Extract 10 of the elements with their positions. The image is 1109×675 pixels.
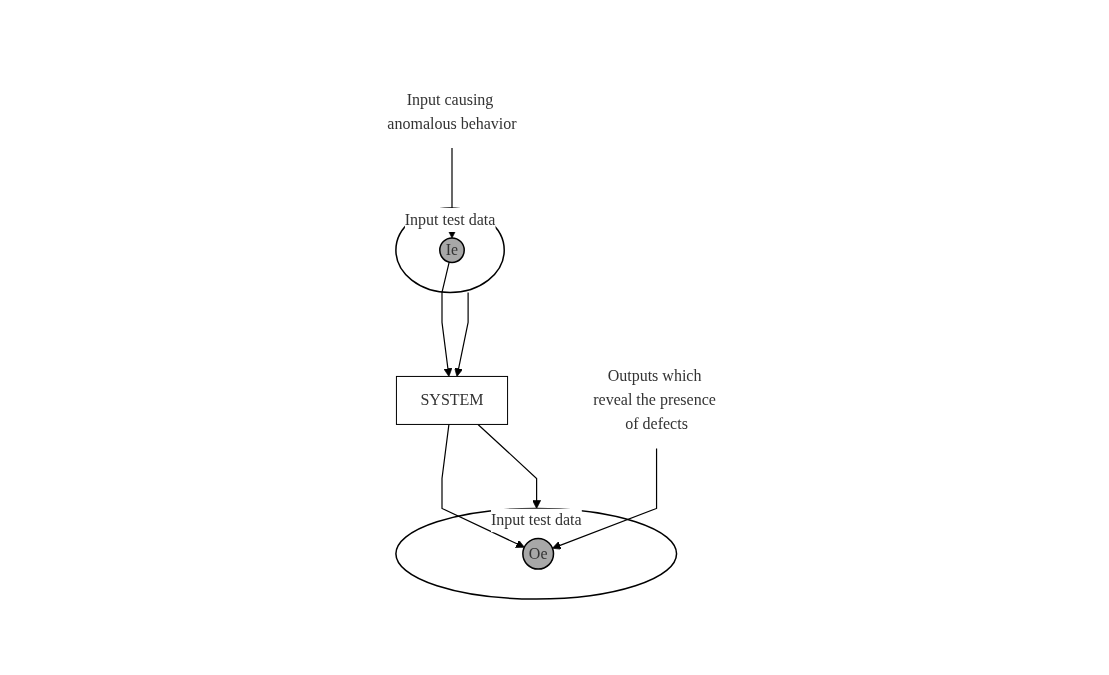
node-circle: Ie — [439, 237, 466, 264]
node-text: Outputs which reveal the presence of defects — [593, 367, 717, 433]
arrow — [477, 423, 542, 509]
arrow — [441, 261, 453, 377]
node-text: Input causing anomalous behavior — [387, 90, 517, 132]
node-box: SYSTEM — [396, 375, 509, 425]
arrow — [552, 447, 658, 550]
arrow — [441, 423, 525, 548]
arrow — [454, 291, 469, 377]
node-circle: Oe — [522, 537, 555, 570]
